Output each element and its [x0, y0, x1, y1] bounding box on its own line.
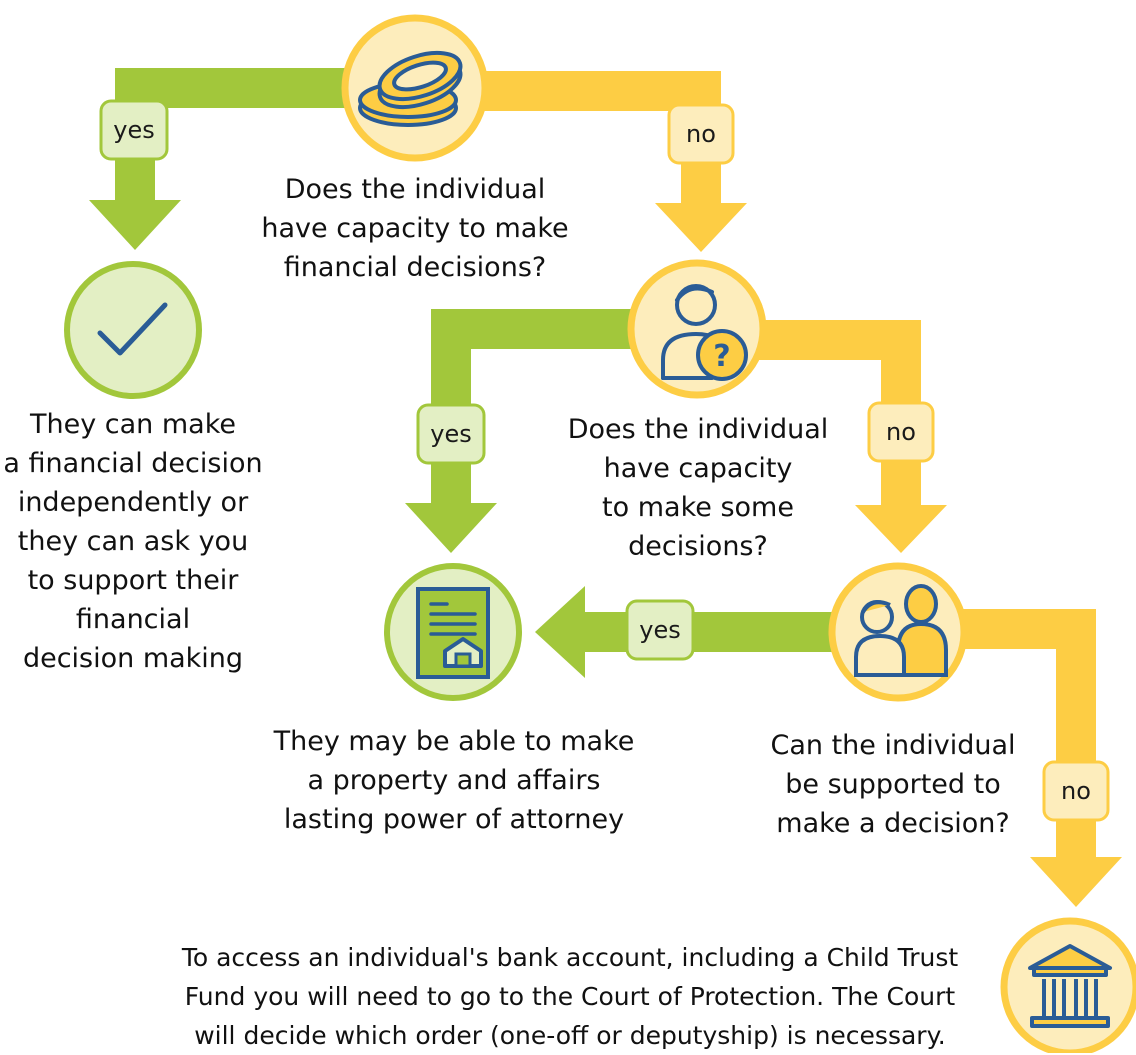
document-house-icon — [384, 563, 522, 701]
checkmark-icon — [64, 261, 202, 399]
q3-question-text: Can the individual be supported to make … — [770, 730, 1016, 839]
svg-text:no: no — [686, 120, 716, 148]
q1-question-text: Does the individual have capacity to mak… — [261, 174, 569, 283]
q2-question-text: Does the individual have capacity to mak… — [567, 414, 829, 562]
q3-no-label: no — [1042, 760, 1110, 822]
svg-text:yes: yes — [639, 616, 680, 644]
courthouse-icon — [1000, 917, 1136, 1053]
person-question-icon: ? — [627, 259, 767, 399]
coins-icon — [341, 14, 489, 162]
outcome-court-text: To access an individual's bank account, … — [181, 943, 959, 1050]
svg-text:?: ? — [713, 339, 730, 374]
svg-text:yes: yes — [113, 116, 154, 144]
outcome-lpa-text: They may be able to make a property and … — [273, 726, 635, 835]
q1-yes-label: yes — [99, 99, 169, 161]
q1-no-connector — [415, 71, 747, 252]
q3-yes-label: yes — [625, 599, 695, 661]
q2-no-label: no — [867, 401, 935, 463]
svg-text:no: no — [886, 418, 916, 446]
q1-no-label: no — [667, 103, 735, 165]
q1-yes-connector — [89, 68, 415, 250]
q2-yes-label: yes — [416, 403, 486, 465]
svg-text:yes: yes — [430, 420, 471, 448]
outcome-independent-text: They can make a financial decision indep… — [3, 409, 263, 674]
svg-text:no: no — [1061, 777, 1091, 805]
supporter-pair-icon — [828, 562, 968, 702]
